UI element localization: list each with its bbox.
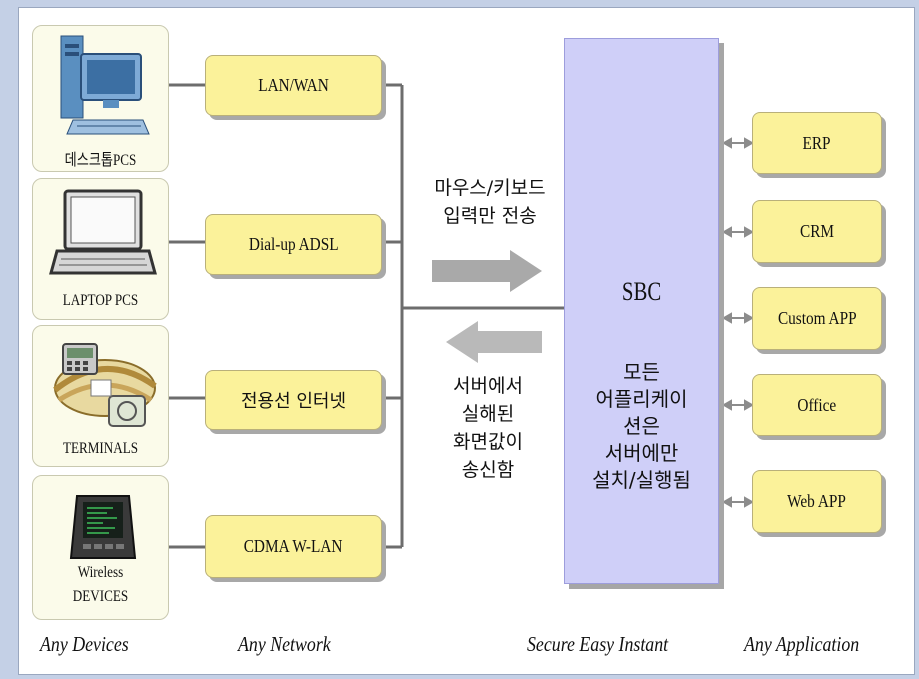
app-box-office: Office (752, 374, 882, 436)
footer-secure-easy-instant: Secure Easy Instant (527, 632, 669, 656)
device-desktop: 데스크톱PCS (32, 25, 169, 172)
network-label-dial-up: Dial-up ADSL (248, 234, 339, 254)
app-box-crm: CRM (752, 200, 882, 263)
app-box-erp: ERP (752, 112, 882, 174)
network-label-cdma: CDMA W-LAN (244, 536, 343, 556)
wireless-device-icon (69, 495, 137, 559)
sbc-description: 모든 어플리케이 션은 서버에만 설치/실행됨 (592, 360, 691, 492)
network-label-leased-line: 전용선 인터넷 (240, 391, 347, 412)
app-connector-web (721, 496, 755, 508)
output-note: 서버에서 실해된 화면값이 송신함 (453, 375, 523, 481)
device-label-wireless-line2: DEVICES (72, 588, 129, 605)
sbc-server-box: SBC 모든 어플리케이 션은 서버에만 설치/실행됨 (564, 38, 719, 584)
output-arrow (446, 321, 542, 363)
app-label-crm: CRM (799, 221, 835, 241)
app-label-custom-app: Custom APP (777, 308, 857, 328)
app-connector-crm (721, 226, 755, 238)
network-box-cdma: CDMA W-LAN (205, 515, 382, 578)
network-box-leased-line: 전용선 인터넷 (205, 370, 382, 430)
input-note: 마우스/키보드 입력만 전송 (434, 177, 546, 227)
footer-any-network: Any Network (238, 632, 331, 656)
footer-any-application: Any Application (744, 632, 860, 656)
laptop-icon (49, 189, 157, 275)
device-wireless: Wireless DEVICES (32, 475, 169, 620)
network-box-lan-wan: LAN/WAN (205, 55, 382, 116)
footer-any-devices: Any Devices (40, 632, 129, 656)
device-label-terminal: TERMINALS (62, 440, 139, 457)
app-box-web-app: Web APP (752, 470, 882, 533)
device-label-wireless-line1: Wireless (77, 564, 124, 581)
device-terminal: TERMINALS (32, 325, 169, 467)
sbc-title: SBC (621, 277, 662, 306)
app-connector-office (721, 399, 755, 411)
terminal-icon (53, 343, 157, 427)
app-label-office: Office (797, 394, 837, 415)
device-laptop: LAPTOP PCS (32, 178, 169, 320)
desktop-pc-icon (60, 35, 150, 135)
app-label-web-app: Web APP (787, 491, 847, 511)
input-arrow (432, 250, 542, 292)
network-label-lan-wan: LAN/WAN (258, 75, 329, 95)
network-box-dial-up: Dial-up ADSL (205, 214, 382, 275)
device-label-laptop: LAPTOP PCS (62, 292, 139, 309)
device-label-desktop: 데스크톱PCS (64, 152, 137, 169)
app-label-erp: ERP (802, 132, 832, 153)
app-box-custom-app: Custom APP (752, 287, 882, 350)
app-connector-erp (721, 137, 755, 149)
app-connector-custom (721, 312, 755, 324)
